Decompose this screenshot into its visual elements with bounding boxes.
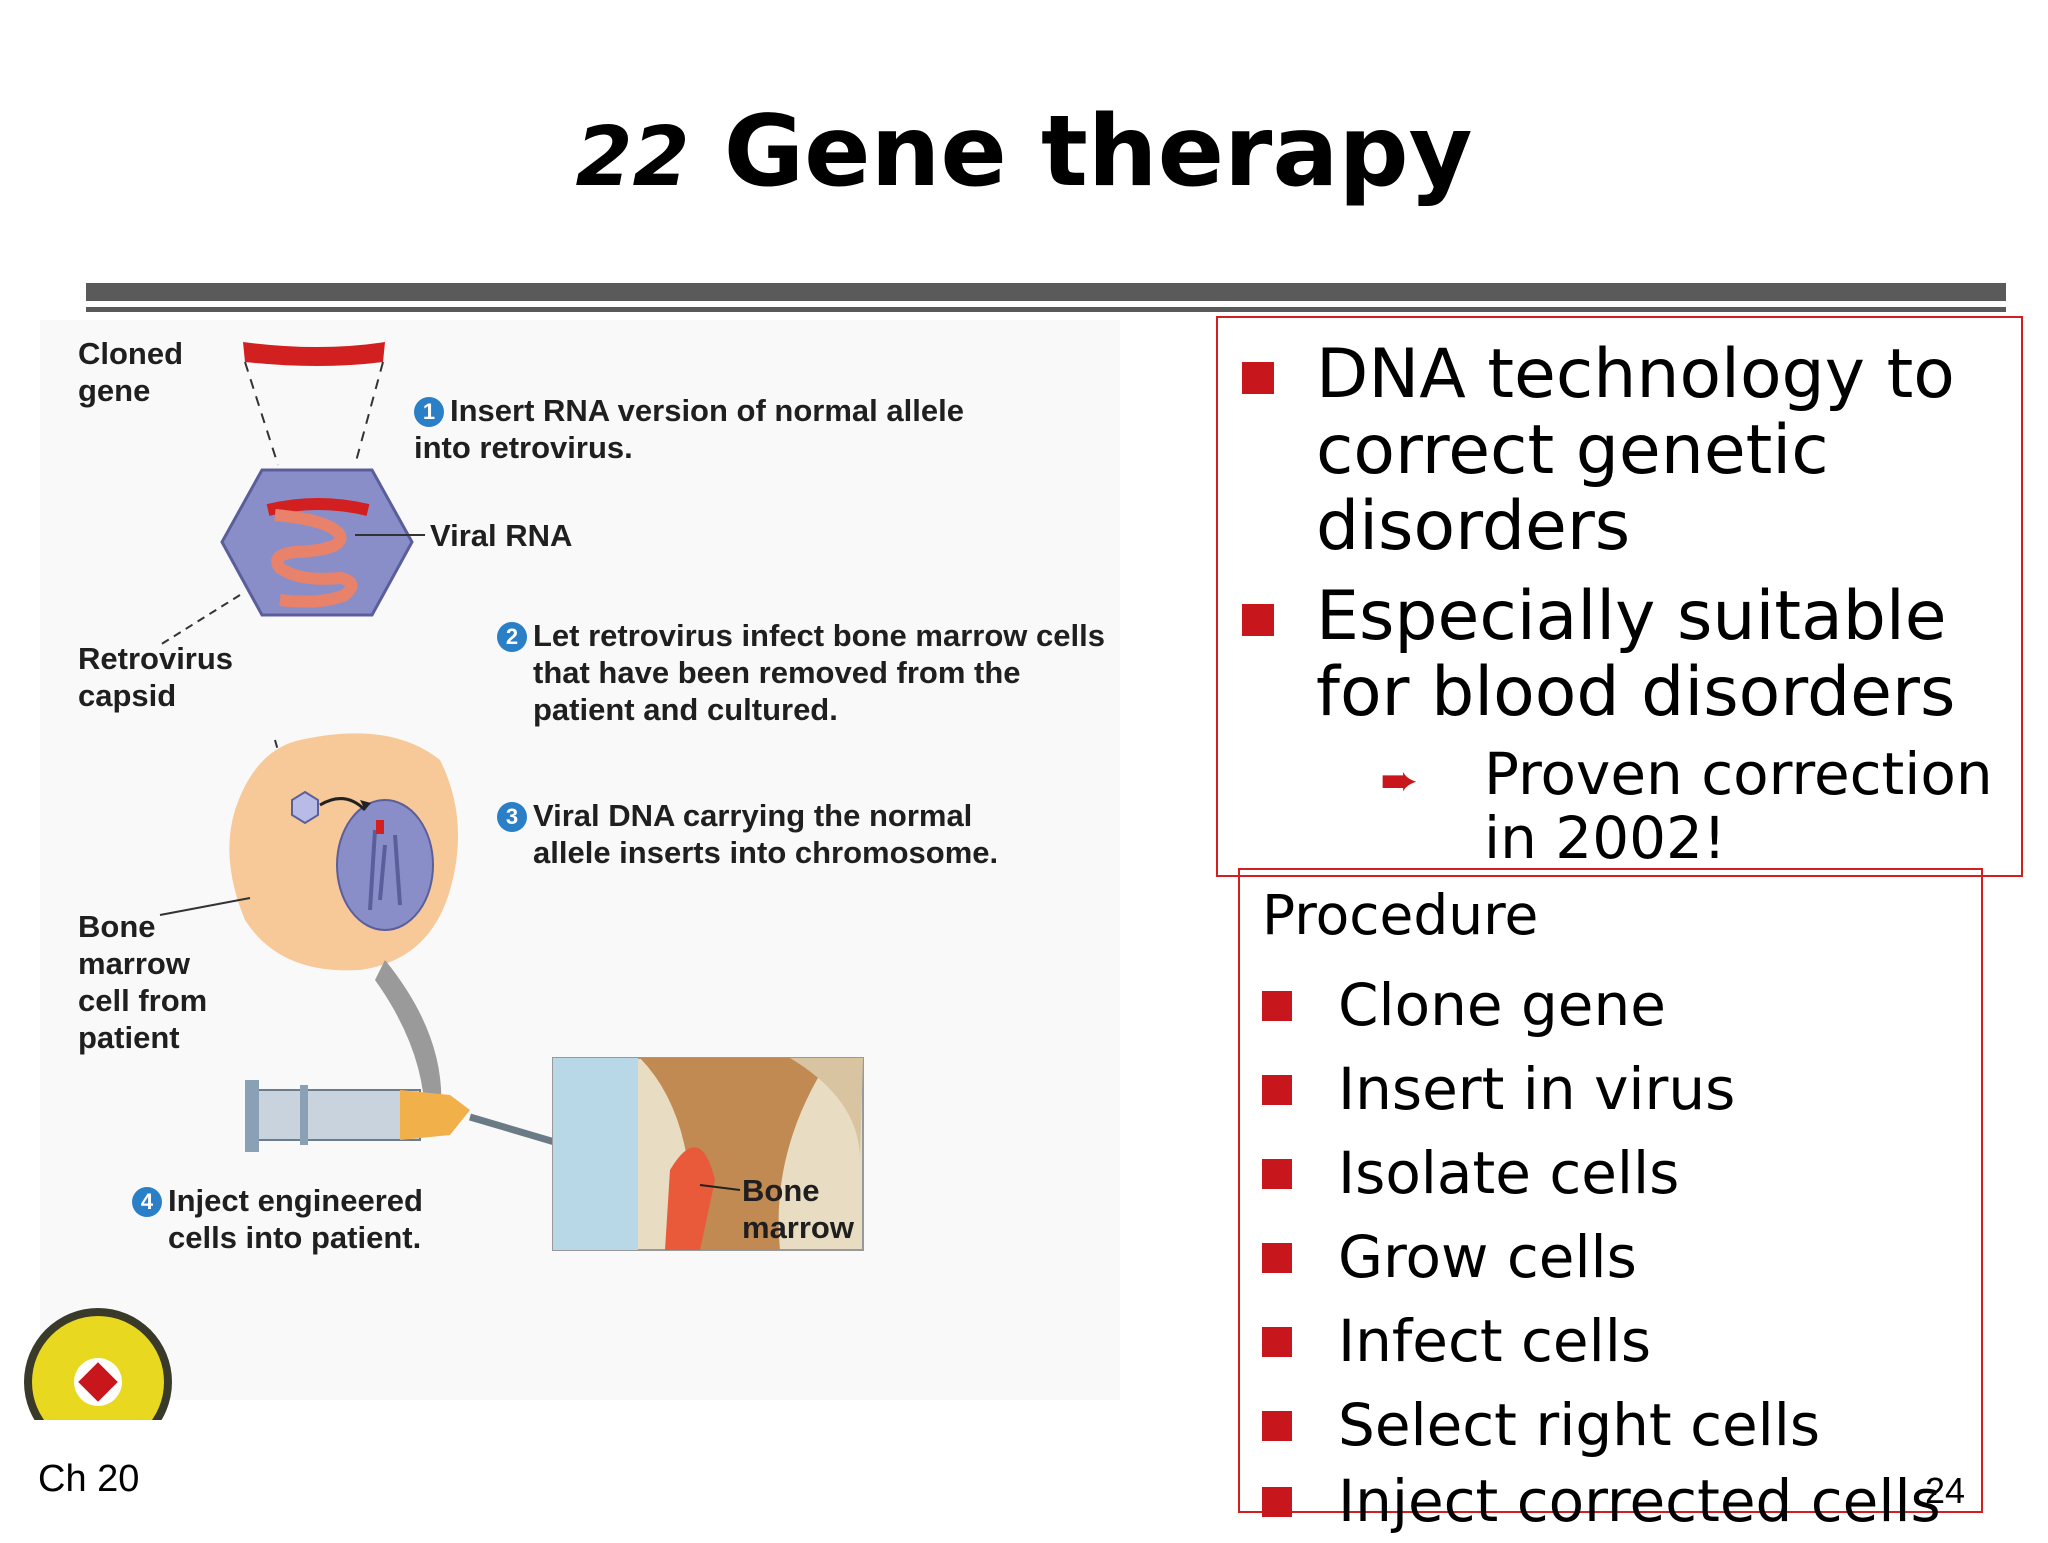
procedure-item-text: Grow cells — [1338, 1223, 1637, 1291]
viral-rna-squiggle — [271, 509, 358, 608]
sub-bullet-text: Proven correction in 2002! — [1484, 740, 1993, 872]
summary-box — [1216, 316, 2023, 877]
bullet-1-text: DNA technology to correct genetic disord… — [1316, 335, 1955, 566]
figure-drawing — [24, 320, 1120, 1420]
bullet-square — [1262, 991, 1292, 1021]
university-seal — [24, 1308, 172, 1420]
slide-number: 22 — [575, 110, 690, 205]
step-4-badge: 4 — [132, 1187, 162, 1217]
procedure-item-text: Insert in virus — [1338, 1055, 1736, 1123]
slide-title: 22 Gene therapy — [0, 95, 2048, 209]
procedure-item-text: Select right cells — [1338, 1391, 1821, 1459]
bullet-2-text: Especially suitable for blood disorders — [1316, 577, 1956, 732]
procedure-item-text: Inject corrected cells — [1338, 1467, 1941, 1535]
procedure-box — [1238, 868, 1983, 1513]
bullet-square — [1262, 1411, 1292, 1441]
bullet-square — [1262, 1243, 1292, 1273]
procedure-item-text: Isolate cells — [1338, 1139, 1680, 1207]
bullet-square-2 — [1242, 604, 1274, 636]
bullet-square — [1262, 1487, 1292, 1517]
procedure-item-text: Clone gene — [1338, 971, 1666, 1039]
label-retrovirus-capsid: Retrovirus capsid — [78, 641, 234, 713]
retrovirus-capsid-hexagon — [220, 468, 414, 617]
label-bone-marrow-cell: Bone marrow cell from patient — [78, 909, 208, 1055]
slide-title-text: Gene therapy — [723, 95, 1473, 209]
step-3-badge: 3 — [497, 802, 527, 832]
title-divider-thin — [86, 307, 2006, 312]
bone-marrow-image — [552, 1057, 864, 1251]
page-number: 24 — [1925, 1470, 1966, 1511]
arrow-bullet-icon: ➨ — [1380, 753, 1419, 807]
step-2-text: Let retrovirus infect bone marrow cells … — [533, 618, 1105, 727]
bullet-square-1 — [1242, 362, 1274, 394]
label-bone-marrow: Bone marrow — [742, 1173, 854, 1245]
step-4-text: Inject engineered cells into patient. — [168, 1183, 423, 1255]
procedure-title: Procedure — [1262, 883, 1539, 947]
label-viral-rna: Viral RNA — [430, 518, 573, 553]
bullet-square — [1262, 1075, 1292, 1105]
bullet-square — [1262, 1159, 1292, 1189]
step-2-badge: 2 — [497, 622, 527, 652]
procedure-item-text: Infect cells — [1338, 1307, 1652, 1375]
label-cloned-gene: Cloned gene — [78, 336, 184, 408]
title-divider — [86, 283, 2006, 301]
chapter-label: Ch 20 — [38, 1458, 140, 1500]
step-1-text: Insert RNA version of normal allele into… — [414, 393, 964, 465]
step-1-badge: 1 — [414, 397, 444, 427]
step-3-text: Viral DNA carrying the normal allele ins… — [533, 798, 999, 870]
bullet-square — [1262, 1327, 1292, 1357]
cloned-gene-band — [243, 342, 385, 366]
